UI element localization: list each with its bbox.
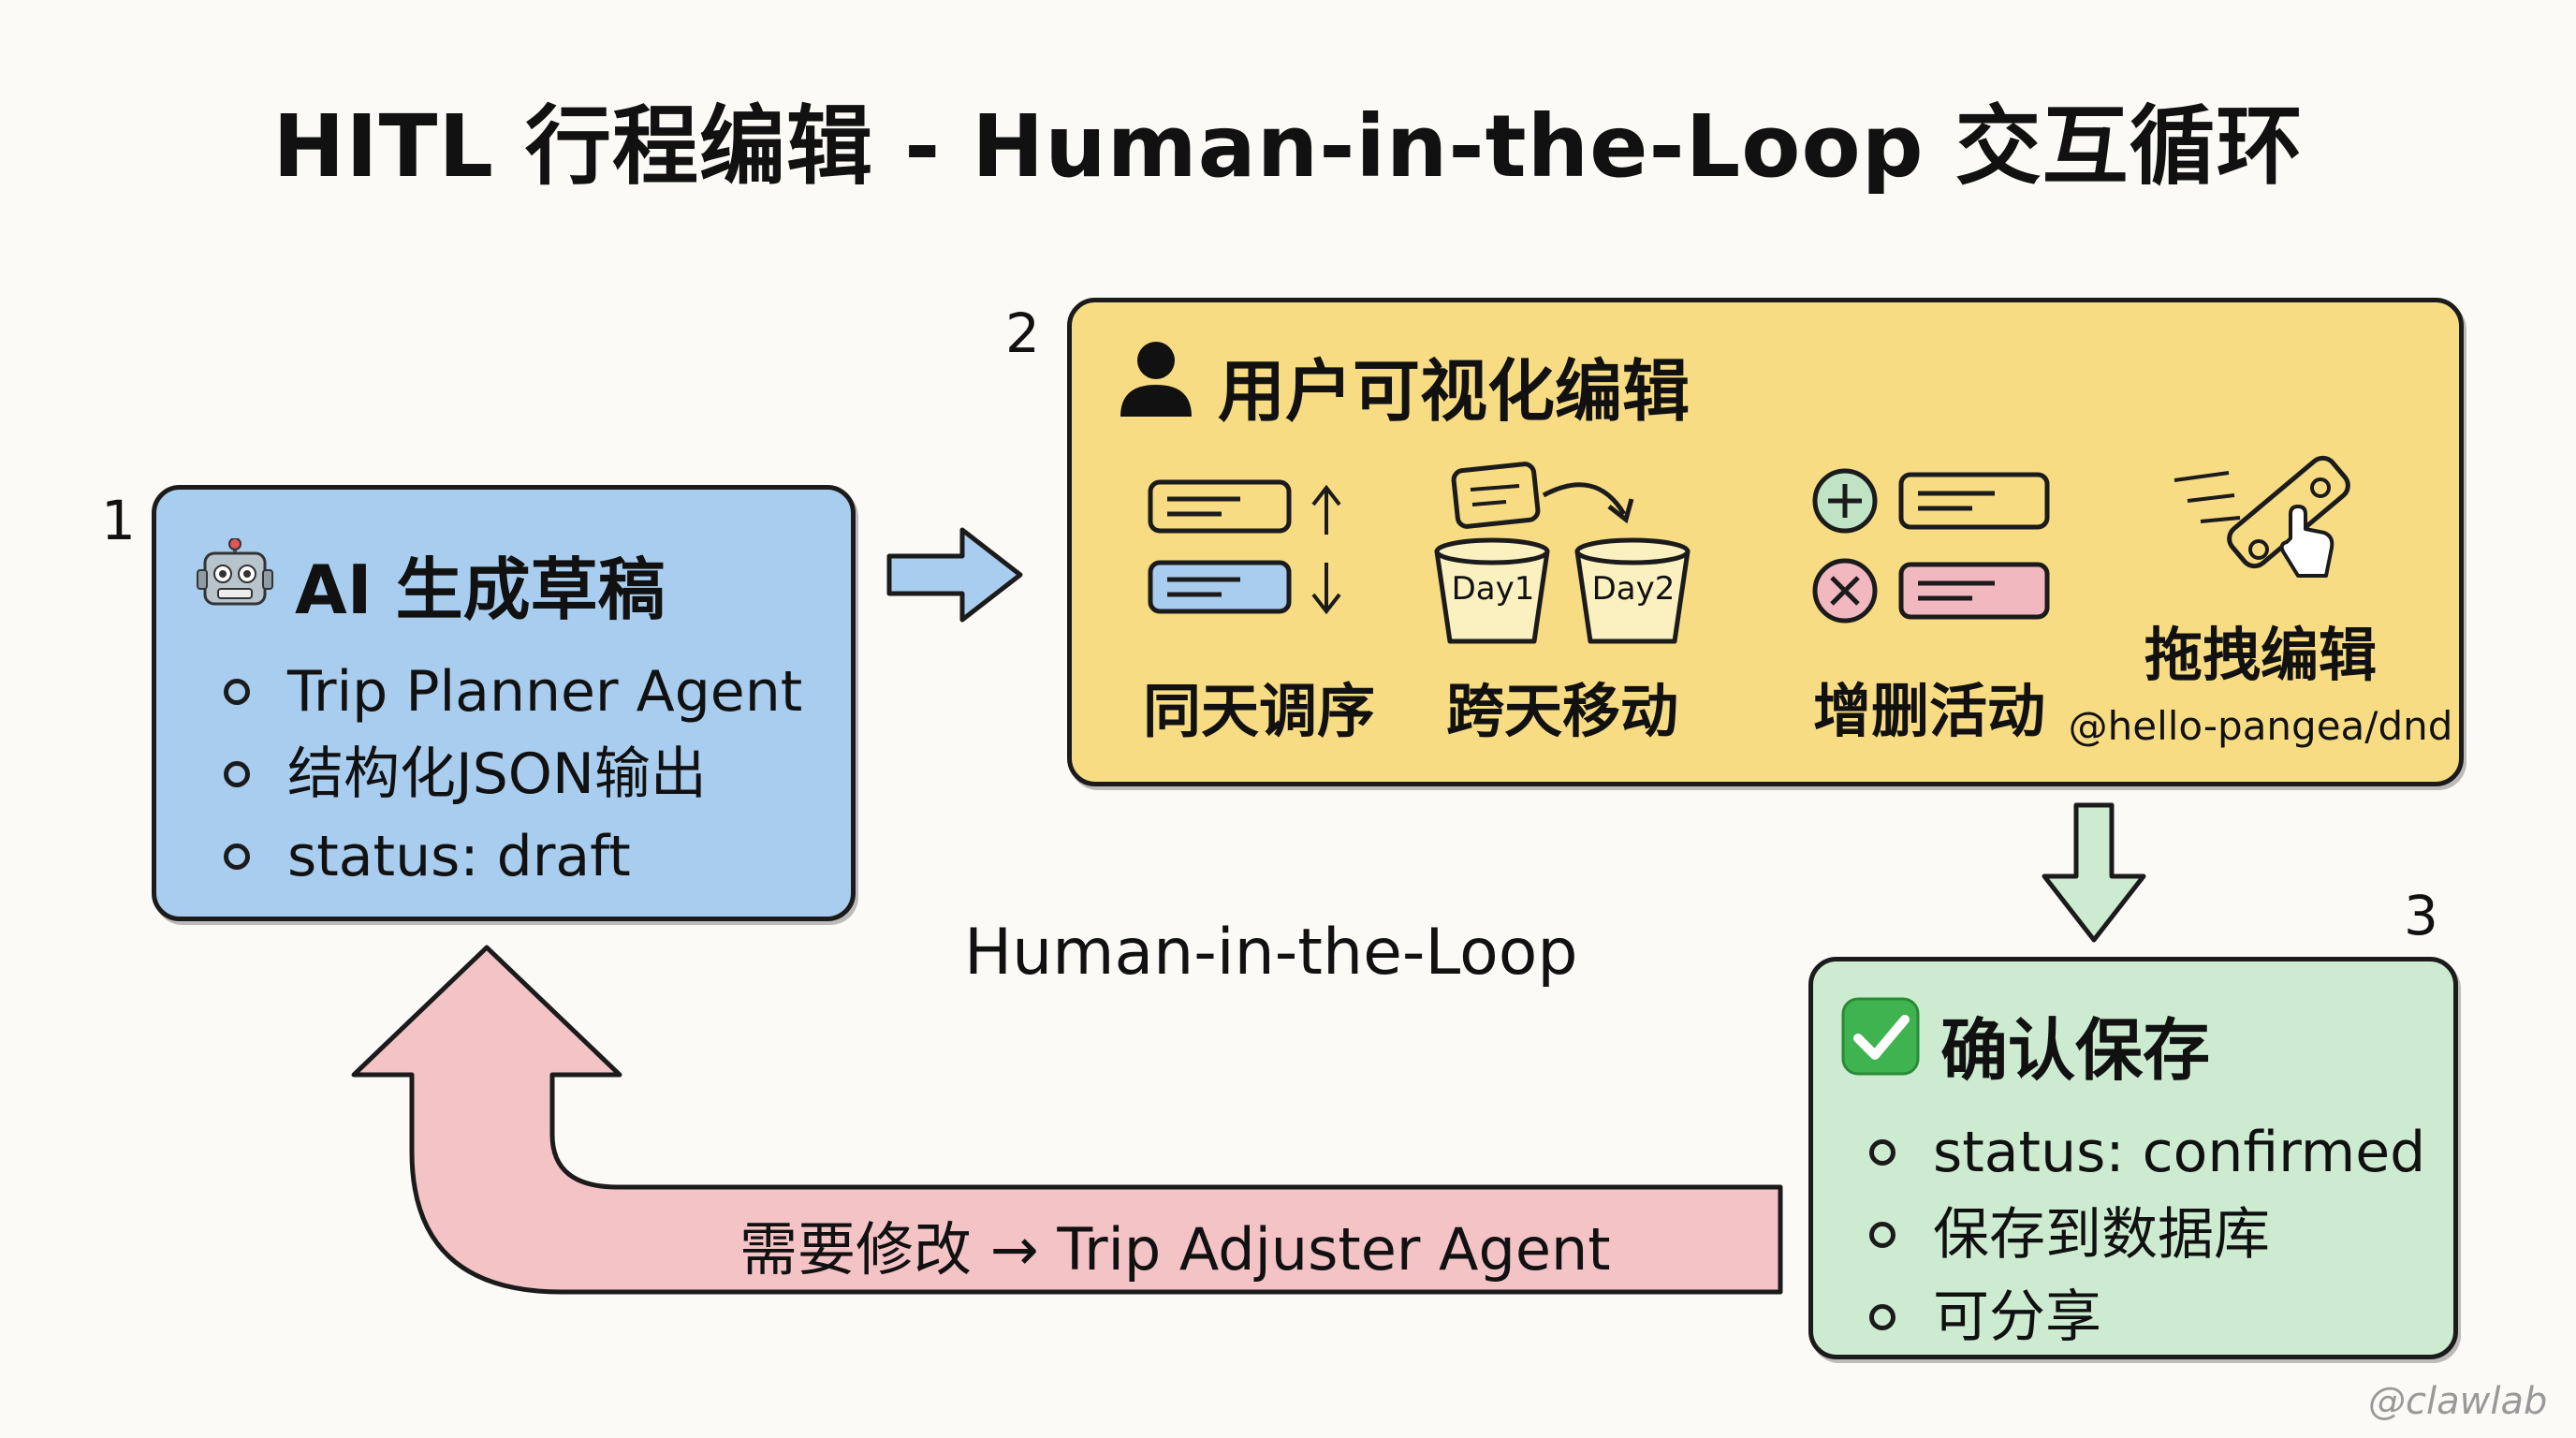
arrow-step1-to-step2	[886, 527, 1023, 623]
step-number-2: 2	[1005, 301, 1040, 365]
action-label-reorder: 同天调序	[1142, 677, 1375, 745]
day-tag-1: Day1	[1451, 570, 1535, 608]
feedback-loop-label: 需要修改 → Trip Adjuster Agent	[739, 1215, 1611, 1284]
drag-icon	[2167, 452, 2354, 596]
step-title: 用户可视化编辑	[1115, 336, 1690, 434]
step-confirm-box: 确认保存 status: confirmed 保存到数据库 可分享	[1808, 957, 2458, 1359]
step-number-3: 3	[2404, 884, 2438, 947]
list-item: 结构化JSON输出	[224, 733, 802, 815]
add-remove-icon	[1808, 463, 2060, 636]
step-ai-draft-box: AI 生成草稿 Trip Planner Agent 结构化JSON输出 sta…	[152, 485, 856, 921]
list-item: Trip Planner Agent	[224, 651, 802, 733]
move-day-icon: Day1 Day2	[1431, 458, 1693, 658]
step-title-text: 确认保存	[1940, 1011, 2211, 1090]
arrow-feedback-loop	[351, 945, 1783, 1295]
robot-icon	[196, 537, 274, 629]
step-title: AI 生成草稿	[196, 535, 666, 633]
diagram-title: HITL 行程编辑 - Human-in-the-Loop 交互循环	[272, 96, 2304, 197]
list-item: 可分享	[1869, 1276, 2425, 1358]
list-item: 保存到数据库	[1869, 1194, 2425, 1276]
step-title-text: 用户可视化编辑	[1218, 352, 1690, 431]
day-tag-2: Day2	[1591, 570, 1676, 608]
step-number-1: 1	[101, 489, 136, 552]
list-item: status: draft	[224, 815, 802, 898]
user-icon	[1115, 336, 1197, 434]
step-title: 确认保存	[1841, 995, 2210, 1093]
step-title-text: AI 生成草稿	[295, 550, 666, 629]
check-icon	[1841, 997, 1920, 1092]
reorder-icon	[1147, 477, 1371, 630]
list-item: status: confirmed	[1869, 1111, 2425, 1194]
arrow-step2-to-step3	[2042, 802, 2146, 943]
action-label-add-remove: 增删活动	[1812, 677, 2045, 745]
action-sublabel-dnd: @hello-pangea/dnd	[2068, 703, 2453, 749]
step-user-edit-box: 用户可视化编辑 同天调序	[1067, 298, 2464, 786]
step-items-list: Trip Planner Agent 结构化JSON输出 status: dra…	[224, 651, 802, 898]
step-items-list: status: confirmed 保存到数据库 可分享	[1869, 1111, 2425, 1358]
watermark: @clawlab	[2368, 1380, 2548, 1423]
loop-center-label: Human-in-the-Loop	[964, 916, 1578, 990]
action-label-drag: 拖拽编辑	[2144, 621, 2377, 689]
action-label-move-day: 跨天移动	[1445, 677, 1678, 745]
